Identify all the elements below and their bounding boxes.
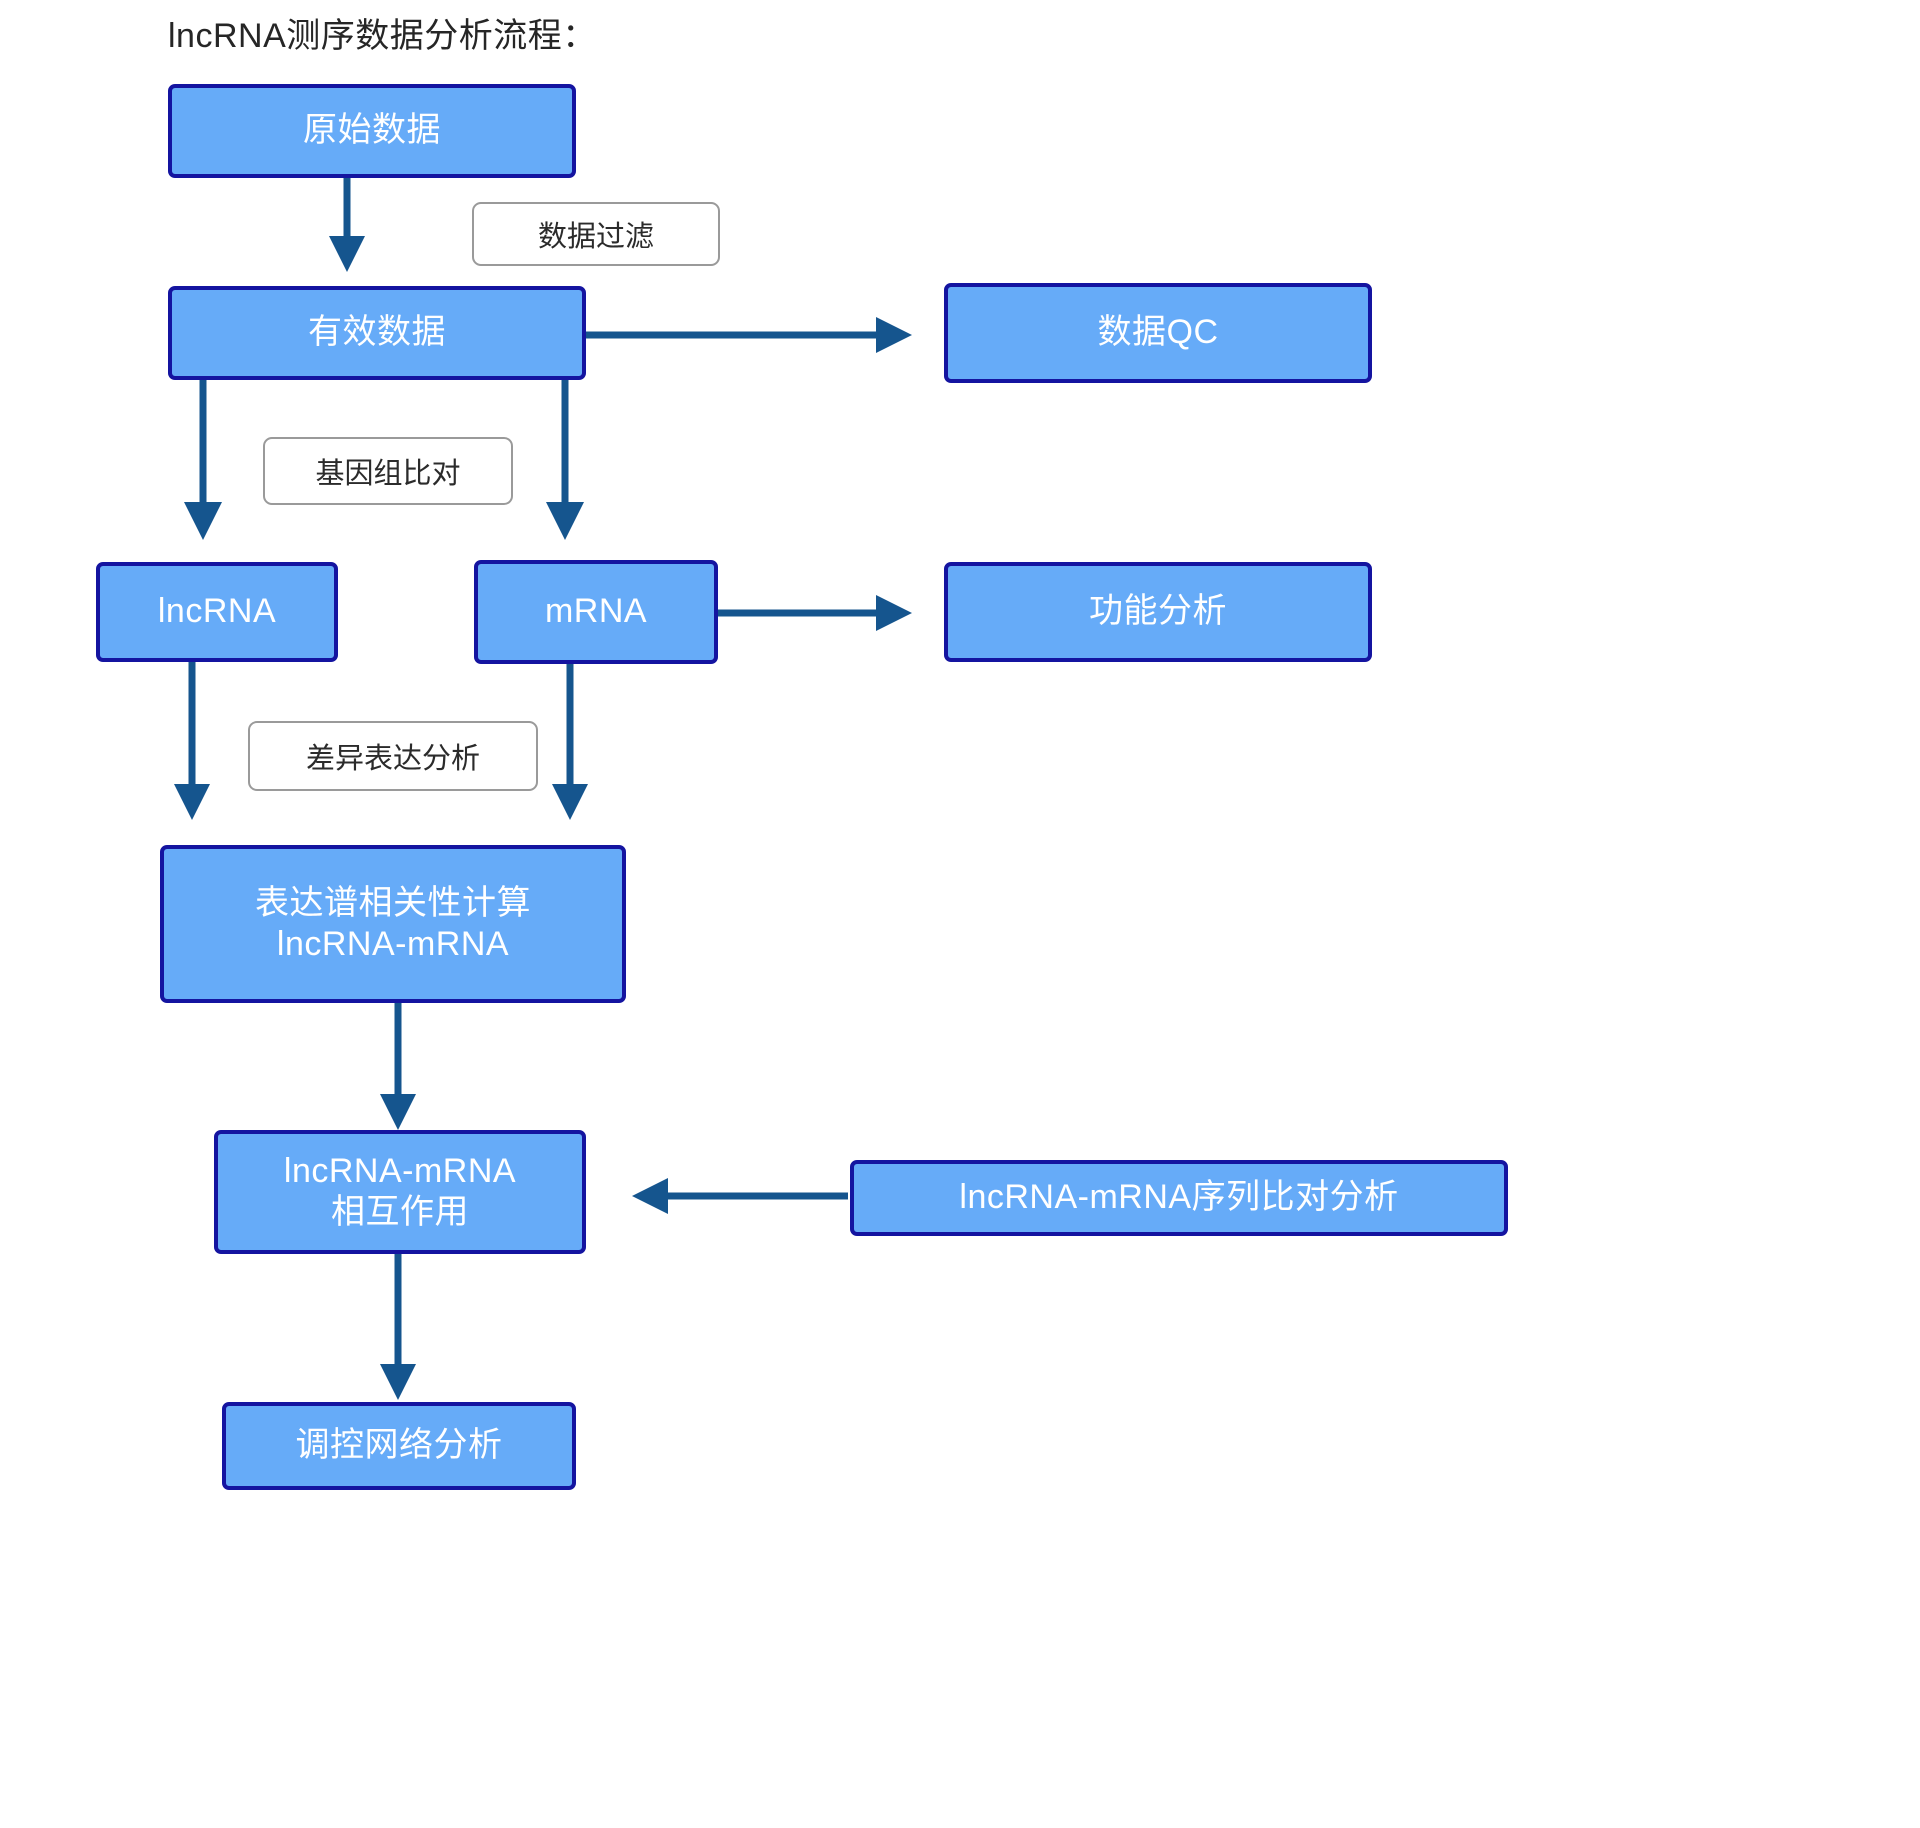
page-title: lncRNA测序数据分析流程： xyxy=(168,17,597,55)
node-lncrna[interactable]: lncRNA xyxy=(96,562,338,662)
edge-mrna-to-correlation xyxy=(552,662,588,820)
node-valid-data[interactable]: 有效数据 xyxy=(168,286,586,380)
node-raw-data[interactable]: 原始数据 xyxy=(168,84,576,178)
edge-valid-to-lncrna xyxy=(184,380,222,540)
edge-label-data-filter: 数据过滤 xyxy=(472,202,720,266)
edge-correlation-to-interaction xyxy=(380,1002,416,1130)
edge-seqalign-to-interaction xyxy=(632,1178,848,1214)
node-data-qc[interactable]: 数据QC xyxy=(944,283,1372,383)
edge-interaction-to-network xyxy=(380,1252,416,1400)
node-interaction[interactable]: lncRNA-mRNA 相互作用 xyxy=(214,1130,586,1254)
node-seq-alignment[interactable]: lncRNA-mRNA序列比对分析 xyxy=(850,1160,1508,1236)
edge-valid-to-mrna xyxy=(546,380,584,540)
edge-label-genome-alignment: 基因组比对 xyxy=(263,437,513,505)
edge-lncrna-to-correlation xyxy=(174,662,210,820)
edge-label-differential-expression: 差异表达分析 xyxy=(248,721,538,791)
edge-raw-to-valid xyxy=(329,176,365,272)
edge-valid-to-qc xyxy=(584,317,912,353)
node-function-analysis[interactable]: 功能分析 xyxy=(944,562,1372,662)
node-correlation[interactable]: 表达谱相关性计算 lncRNA-mRNA xyxy=(160,845,626,1003)
edge-mrna-to-function xyxy=(718,595,912,631)
node-mrna[interactable]: mRNA xyxy=(474,560,718,664)
node-network[interactable]: 调控网络分析 xyxy=(222,1402,576,1490)
